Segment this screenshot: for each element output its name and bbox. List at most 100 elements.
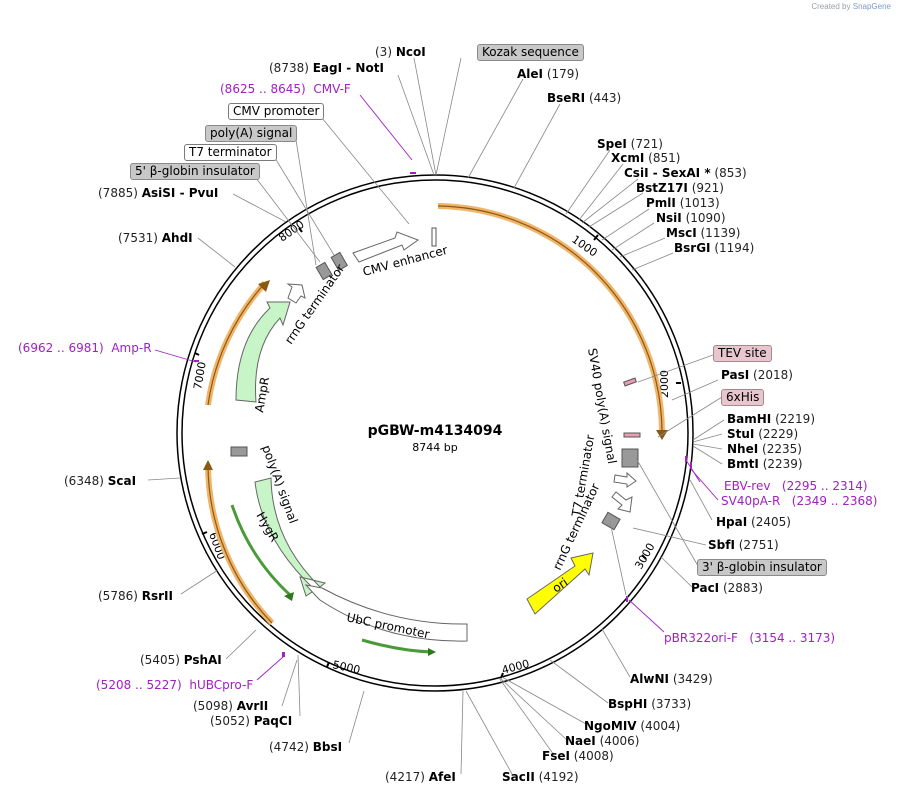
site-spei[interactable]: SpeI (721) [597, 137, 663, 151]
primer-pbr322ori-f[interactable]: pBR322ori-F (3154 .. 3173) [664, 631, 835, 645]
site-bbsi[interactable]: (4742) BbsI [269, 740, 342, 754]
feature-ampr[interactable] [235, 301, 291, 403]
feature-hygr[interactable] [254, 477, 327, 597]
box-tev-site[interactable]: TEV site [713, 345, 772, 362]
site-ahdi[interactable]: (7531) AhdI [118, 231, 193, 245]
site-scai[interactable]: (6348) ScaI [64, 474, 136, 488]
feature-cmv-promoter-mark[interactable] [431, 227, 437, 247]
orf-arc-hygr-line [207, 464, 273, 624]
site-name: MscI [666, 226, 697, 240]
site-pasi[interactable]: PasI (2018) [721, 368, 793, 382]
feature-6xhis[interactable] [623, 432, 641, 438]
site-paci[interactable]: PacI (2883) [691, 581, 763, 595]
feature-t7-terminator-right[interactable] [613, 471, 637, 488]
site-pos: (3733) [651, 697, 692, 711]
site-name: PaqCI [253, 714, 293, 728]
site-bsphi[interactable]: BspHI (3733) [608, 697, 691, 711]
box-polya-signal[interactable]: poly(A) signal [205, 125, 298, 142]
site-eagi-noti[interactable]: (8738) EagI - NotI [269, 61, 384, 75]
site-pos: (8738) [269, 61, 309, 75]
site-msci[interactable]: MscI (1139) [666, 226, 740, 240]
primer-range: (5208 .. 5227) [96, 678, 182, 692]
site-pos: (3429) [672, 672, 713, 686]
primer-amp-r[interactable]: (6962 .. 6981) Amp-R [18, 341, 152, 355]
leader-lines [147, 57, 725, 775]
feature-cmv-enhancer[interactable] [352, 231, 420, 263]
primer-cmv-f[interactable]: (8625 .. 8645) CMV-F [220, 82, 351, 96]
ruler-8000: 8000 [276, 218, 306, 245]
site-name: NsiI [656, 211, 682, 225]
site-name: CsiI - SexAI * [624, 166, 711, 180]
feature-ubc-promoter[interactable] [304, 584, 468, 642]
feature-t7-terminator-top[interactable] [330, 251, 349, 272]
site-alwni[interactable]: AlwNI (3429) [630, 672, 713, 686]
site-bmti[interactable]: BmtI (2239) [727, 457, 803, 471]
site-name: PmlI [646, 196, 676, 210]
feature-beta-globin-5[interactable] [315, 261, 333, 281]
site-alei[interactable]: AleI (179) [517, 67, 579, 81]
box-beta-globin-3[interactable]: 3' β-globin insulator [697, 559, 827, 576]
orf-arc-hygr-head [203, 460, 213, 470]
site-nhei[interactable]: NheI (2235) [727, 442, 802, 456]
orf-arc-main [437, 203, 665, 434]
site-pos: (5098) [193, 699, 233, 713]
site-rsrii[interactable]: (5786) RsrII [98, 589, 173, 603]
primer-sv40pa-r[interactable]: SV40pA-R (2349 .. 2368) [721, 494, 877, 508]
primer-ebv-rev[interactable]: EBV-rev (2295 .. 2314) [724, 479, 868, 493]
site-sbfi[interactable]: SbfI (2751) [708, 538, 779, 552]
feature-polya-right[interactable] [601, 511, 621, 531]
snapgene-credit: Created by SnapGene [811, 2, 891, 11]
site-name: AleI [517, 67, 544, 81]
site-naei[interactable]: NaeI (4006) [565, 734, 639, 748]
site-bamhi[interactable]: BamHI (2219) [727, 412, 815, 426]
site-name: ScaI [107, 474, 137, 488]
green-arc-ubc [361, 638, 433, 654]
site-bseri[interactable]: BseRI (443) [547, 91, 621, 105]
site-csii-sexai[interactable]: CsiI - SexAI * (853) [624, 166, 747, 180]
site-xcmi[interactable]: XcmI (851) [611, 151, 680, 165]
ruler-2000: 2000 [658, 370, 671, 398]
orf-arc-ampr-head [258, 280, 270, 292]
site-paqci[interactable]: (5052) PaqCI [210, 714, 292, 728]
site-name: AvrII [236, 699, 269, 713]
site-name: NaeI [565, 734, 596, 748]
site-pshai[interactable]: (5405) PshAI [140, 653, 222, 667]
primer-name: CMV-F [313, 82, 351, 96]
feature-rrng-terminator-top[interactable] [286, 283, 306, 304]
feature-rrng-terminator-right[interactable] [611, 491, 633, 513]
site-afei[interactable]: (4217) AfeI [385, 770, 456, 784]
site-name: BstZ17I [636, 181, 688, 195]
site-pos: (851) [648, 151, 681, 165]
primer-name: SV40pA-R [721, 494, 781, 508]
site-pos: (853) [714, 166, 747, 180]
box-kozak-sequence[interactable]: Kozak sequence [477, 44, 584, 61]
box-beta-globin-5[interactable]: 5' β-globin insulator [130, 163, 260, 180]
site-name: PasI [721, 368, 750, 382]
site-asisi-pvui[interactable]: (7885) AsiSI - PvuI [98, 186, 218, 200]
site-sacii[interactable]: SacII (4192) [502, 770, 579, 784]
site-pmli[interactable]: PmlI (1013) [646, 196, 720, 210]
primer-hubcpro-f[interactable]: (5208 .. 5227) hUBCpro-F [96, 678, 253, 692]
box-6xhis[interactable]: 6xHis [721, 389, 765, 406]
feature-tev-site[interactable] [623, 377, 637, 387]
site-nsii[interactable]: NsiI (1090) [656, 211, 726, 225]
orf-arc-main-line [437, 205, 663, 434]
feature-polya-left[interactable] [230, 446, 248, 457]
site-avrii[interactable]: (5098) AvrII [193, 699, 268, 713]
label-rrng-terminator-top: rrnG terminator [282, 262, 347, 347]
box-cmv-promoter[interactable]: CMV promoter [228, 103, 325, 120]
site-bstz17i[interactable]: BstZ17I (921) [636, 181, 724, 195]
feature-beta-globin-3[interactable] [621, 448, 639, 468]
site-hpai[interactable]: HpaI (2405) [716, 515, 791, 529]
site-bsrgi[interactable]: BsrGI (1194) [674, 241, 754, 255]
backbone-inner [181, 179, 689, 687]
box-t7-terminator[interactable]: T7 terminator [184, 144, 277, 161]
site-name: SpeI [597, 137, 627, 151]
site-ncoi[interactable]: (3) NcoI [375, 45, 426, 59]
site-ngomiv[interactable]: NgoMIV (4004) [584, 719, 680, 733]
feature-ori[interactable] [526, 552, 594, 615]
site-stui[interactable]: StuI (2229) [727, 427, 798, 441]
site-pos: (179) [546, 67, 580, 81]
site-fsei[interactable]: FseI (4008) [542, 749, 614, 763]
primer-name: pBR322ori-F [664, 631, 738, 645]
